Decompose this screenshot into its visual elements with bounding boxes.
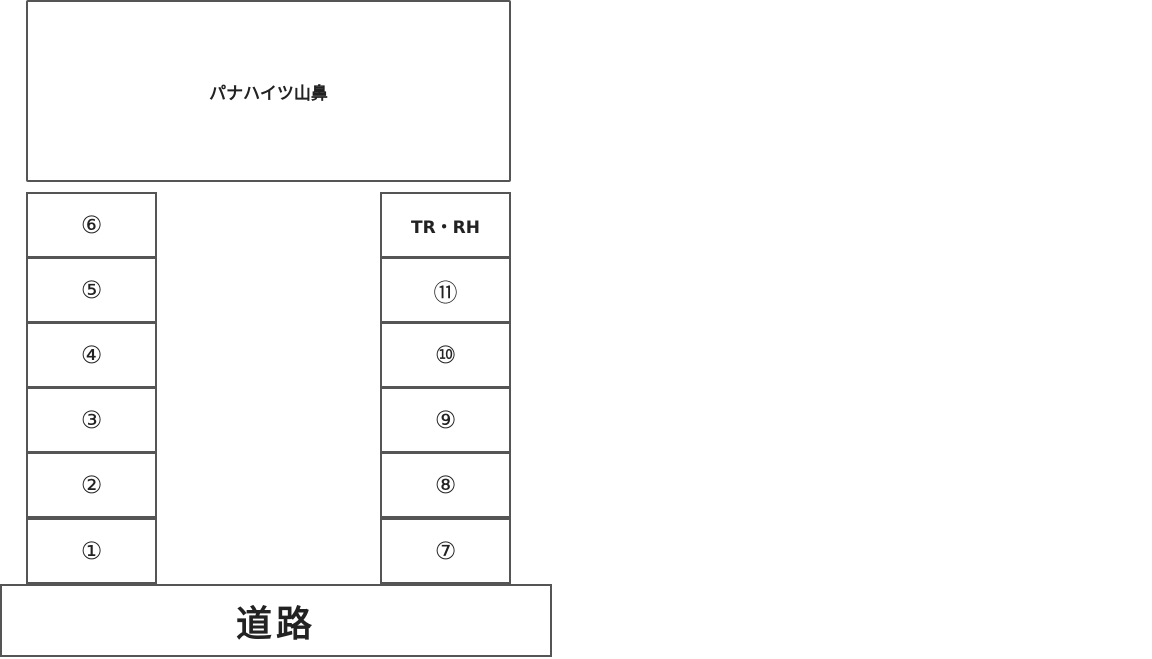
space-label: ⑥: [80, 211, 103, 239]
parking-space-1: ①: [26, 518, 157, 584]
parking-space-6: ⑥: [26, 192, 157, 258]
space-label: TR・RH: [410, 217, 480, 238]
space-label: ④: [80, 341, 103, 369]
space-label: ⑦: [434, 537, 457, 565]
parking-space-9: ⑨: [380, 387, 511, 453]
trash-room-area: TR・RH: [380, 192, 511, 258]
space-label: ⑤: [80, 276, 103, 304]
space-label: ⑪: [433, 278, 458, 307]
parking-space-2: ②: [26, 452, 157, 518]
space-label: ⑨: [434, 406, 457, 434]
parking-space-7: ⑦: [380, 518, 511, 584]
parking-space-10: ⑩: [380, 322, 511, 388]
space-label: ⑧: [434, 471, 457, 499]
parking-space-5: ⑤: [26, 257, 157, 323]
space-label: ⑩: [434, 341, 457, 369]
road: 道路: [0, 584, 552, 657]
parking-space-3: ③: [26, 387, 157, 453]
building-label: パナハイツ山鼻: [209, 83, 328, 104]
space-label: ②: [80, 471, 103, 499]
building-panaheights-yamahana: パナハイツ山鼻: [26, 0, 511, 182]
space-label: ①: [80, 537, 103, 565]
parking-space-4: ④: [26, 322, 157, 388]
parking-space-8: ⑧: [380, 452, 511, 518]
space-label: ③: [80, 406, 103, 434]
road-label: 道路: [235, 603, 316, 645]
parking-space-11: ⑪: [380, 257, 511, 323]
